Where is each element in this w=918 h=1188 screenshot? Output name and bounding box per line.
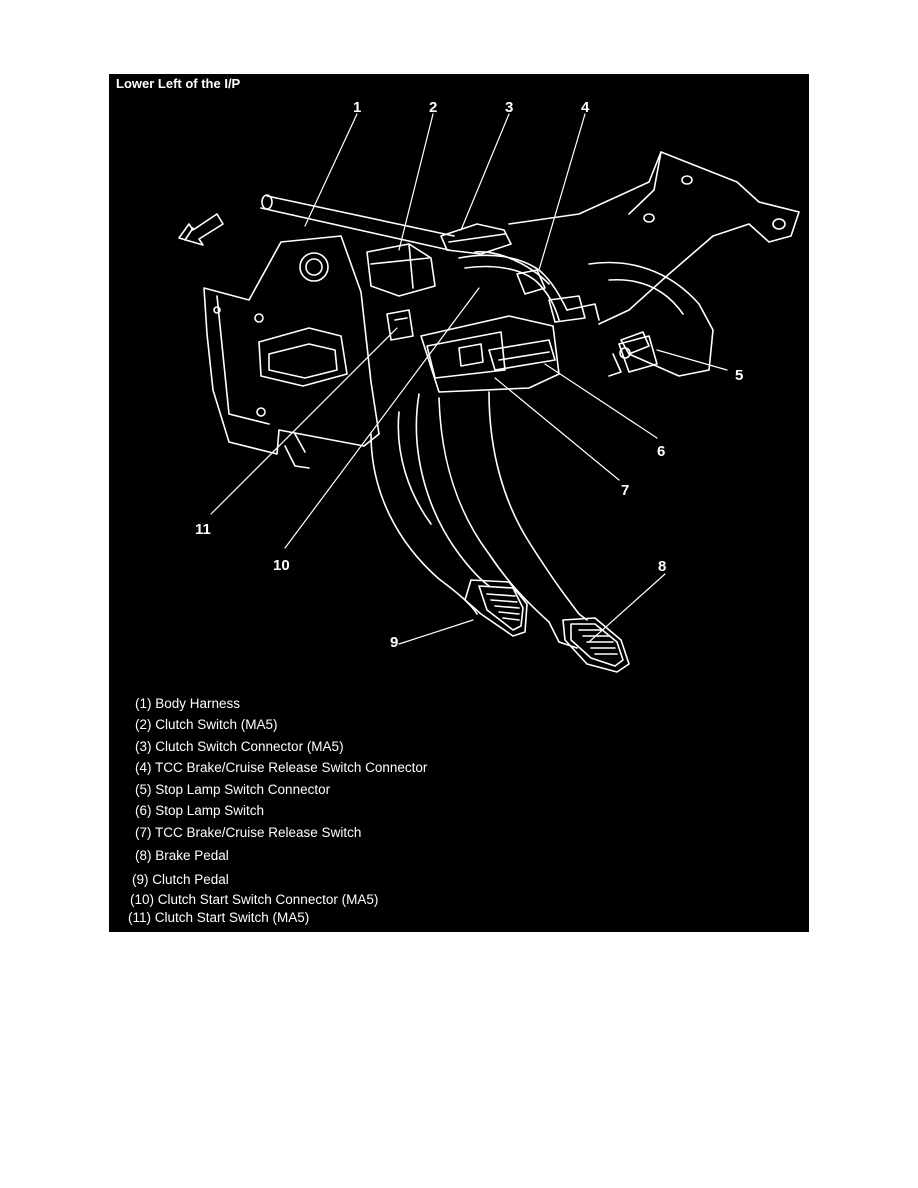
callout-9: 9 [390, 634, 398, 651]
callout-8: 8 [658, 558, 666, 575]
upper-bracket [508, 151, 800, 377]
stop-lamp-switch [488, 335, 658, 377]
pedal-assembly-illustration: 1 2 3 4 5 6 7 8 9 10 11 [178, 99, 800, 673]
leader-lines [210, 113, 728, 645]
legend-item-1: (1) Body Harness [135, 696, 241, 711]
legend-item-5: (5) Stop Lamp Switch Connector [135, 782, 331, 797]
mounting-bracket [203, 235, 380, 469]
callout-10: 10 [273, 557, 290, 574]
diagram-title: Lower Left of the I/P [116, 76, 241, 91]
callout-1: 1 [353, 99, 361, 116]
legend-item-4: (4) TCC Brake/Cruise Release Switch Conn… [135, 760, 428, 775]
legend-item-8: (8) Brake Pedal [135, 848, 229, 863]
legend-item-9: (9) Clutch Pedal [132, 872, 229, 887]
body-harness [260, 194, 455, 251]
legend-item-10: (10) Clutch Start Switch Connector (MA5) [130, 892, 379, 907]
callout-7: 7 [621, 482, 629, 499]
brake-pedal [438, 391, 630, 673]
clutch-pedal [370, 393, 528, 637]
diagram-panel: Lower Left of the I/P [109, 74, 809, 932]
callout-2: 2 [429, 99, 437, 116]
legend-item-7: (7) TCC Brake/Cruise Release Switch [135, 825, 362, 840]
legend-item-6: (6) Stop Lamp Switch [135, 803, 265, 818]
callout-5: 5 [735, 367, 743, 384]
clutch-switch [366, 243, 436, 297]
legend-item-11: (11) Clutch Start Switch (MA5) [128, 910, 310, 925]
legend-item-2: (2) Clutch Switch (MA5) [135, 717, 278, 732]
callout-3: 3 [505, 99, 513, 116]
forward-arrow-icon [178, 213, 224, 246]
pedal-pivot-housing [386, 309, 560, 393]
legend-item-3: (3) Clutch Switch Connector (MA5) [135, 739, 344, 754]
callout-11: 11 [195, 521, 211, 538]
callout-4: 4 [581, 99, 590, 116]
callout-6: 6 [657, 443, 665, 460]
